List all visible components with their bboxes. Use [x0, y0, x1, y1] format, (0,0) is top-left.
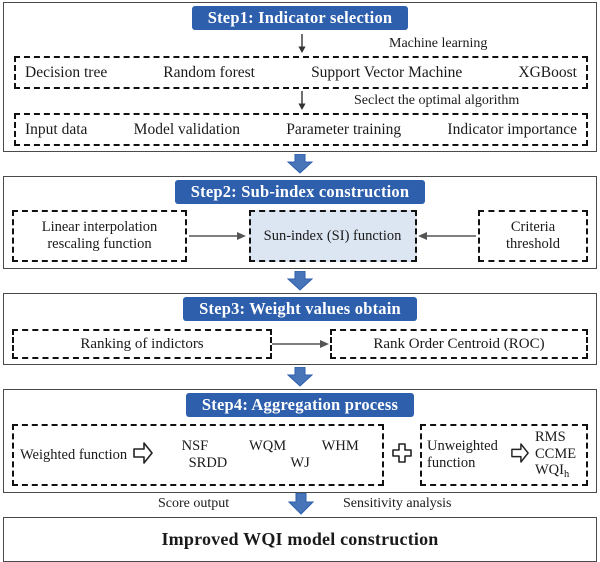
step1-down-arrow-1 [296, 34, 308, 54]
step4-header: Step4: Aggregation process [185, 393, 415, 418]
algorithm-item: Decision tree [25, 63, 108, 81]
connector-arrow-step4-result [287, 492, 315, 520]
weighted-fn: SRDD [188, 455, 228, 471]
process-item: Indicator importance [447, 120, 577, 138]
unweighted-fn-wqi-subscript: h [564, 468, 570, 480]
step4-weighted-box: Weighted function NSF WQM WHM SRDD WJ [12, 424, 384, 486]
step3-header-row: Step3: Weight values obtain [4, 294, 596, 322]
weighted-row-1: NSF WQM WHM [159, 438, 376, 455]
step2-header: Step2: Sub-index construction [174, 180, 426, 205]
step4-weighted-functions: NSF WQM WHM SRDD WJ [159, 438, 376, 473]
step1-process-list: Input data Model validation Parameter tr… [16, 121, 586, 139]
final-result-text: Improved WQI model construction [161, 529, 439, 549]
step3-arrow-ranking-to-roc [272, 337, 330, 351]
unweighted-fn: RMS [535, 429, 566, 446]
step1-header: Step1: Indicator selection [191, 6, 409, 31]
step3-header: Step3: Weight values obtain [183, 297, 417, 322]
process-item: Input data [25, 120, 88, 138]
algorithm-item: Support Vector Machine [311, 63, 463, 81]
final-result-box: Improved WQI model construction [3, 517, 597, 562]
connector-arrow-step2-step3 [287, 271, 313, 291]
step2-linear-interpolation-box: Linear interpolation rescaling function [12, 210, 187, 262]
step4-unweighted-functions: RMS CCME WQIh [535, 429, 581, 480]
step2-arrow-right-to-center [418, 229, 477, 243]
connector-arrow-step3-step4 [287, 367, 313, 387]
plus-icon [392, 442, 412, 468]
weighted-row-2: SRDD WJ [159, 455, 376, 472]
bottom-notes-row: Score output Sensitivity analysis [3, 492, 597, 520]
weighted-fn: WQM [249, 437, 287, 454]
step1-header-row: Step1: Indicator selection [4, 3, 596, 31]
step2-body: Linear interpolation rescaling function … [4, 210, 596, 262]
step1-down-arrow-2 [296, 91, 308, 111]
step2-criteria-threshold-box: Criteria threshold [478, 210, 588, 262]
note-sensitivity-analysis: Sensitivity analysis [343, 496, 452, 511]
step1-algorithms-box: Decision tree Random forest Support Vect… [14, 56, 588, 89]
step3-section: Step3: Weight values obtain Ranking of i… [3, 293, 597, 365]
step4-unweighted-label: Unweighted function [427, 438, 498, 471]
step4-body: Weighted function NSF WQM WHM SRDD WJ [4, 424, 596, 486]
step1-algorithms-list: Decision tree Random forest Support Vect… [16, 64, 586, 82]
step1-section: Step1: Indicator selection Machine learn… [3, 2, 597, 152]
step4-weighted-label: Weighted function [20, 446, 128, 463]
process-item: Parameter training [286, 120, 402, 138]
step4-section: Step4: Aggregation process Weighted func… [3, 389, 597, 493]
unweighted-fn: CCME [535, 445, 577, 462]
step4-header-row: Step4: Aggregation process [4, 390, 596, 418]
step2-section: Step2: Sub-index construction Linear int… [3, 176, 597, 269]
step3-roc-box: Rank Order Centroid (ROC) [330, 329, 588, 359]
step2-header-row: Step2: Sub-index construction [4, 177, 596, 205]
step2-arrow-left-to-center [188, 229, 247, 243]
step1-note-machine-learning: Machine learning [389, 36, 488, 51]
step1-note-select-optimal: Seclect the optimal algorithm [354, 93, 520, 108]
process-item: Model validation [133, 120, 240, 138]
weighted-fn: WHM [321, 437, 359, 454]
connector-arrow-step1-step2 [287, 154, 313, 174]
step4-unweighted-box: Unweighted function RMS CCME WQIh [420, 424, 588, 486]
step2-sub-index-function-box: Sun-index (SI) function [248, 210, 417, 262]
weighted-right-arrow-icon [133, 441, 153, 469]
step3-ranking-box: Ranking of indictors [12, 329, 272, 359]
note-score-output: Score output [158, 496, 230, 511]
weighted-fn: NSF [181, 437, 209, 454]
unweighted-fn-wqi: WQIh [535, 462, 581, 481]
weighted-fn: WJ [290, 455, 310, 471]
step1-process-box: Input data Model validation Parameter tr… [14, 113, 588, 146]
unweighted-fn-wqi-base: WQI [535, 461, 564, 478]
unweighted-right-arrow-icon [511, 442, 529, 468]
algorithm-item: XGBoost [518, 63, 577, 81]
step3-body: Ranking of indictors Rank Order Centroid… [4, 329, 596, 359]
algorithm-item: Random forest [163, 63, 255, 81]
